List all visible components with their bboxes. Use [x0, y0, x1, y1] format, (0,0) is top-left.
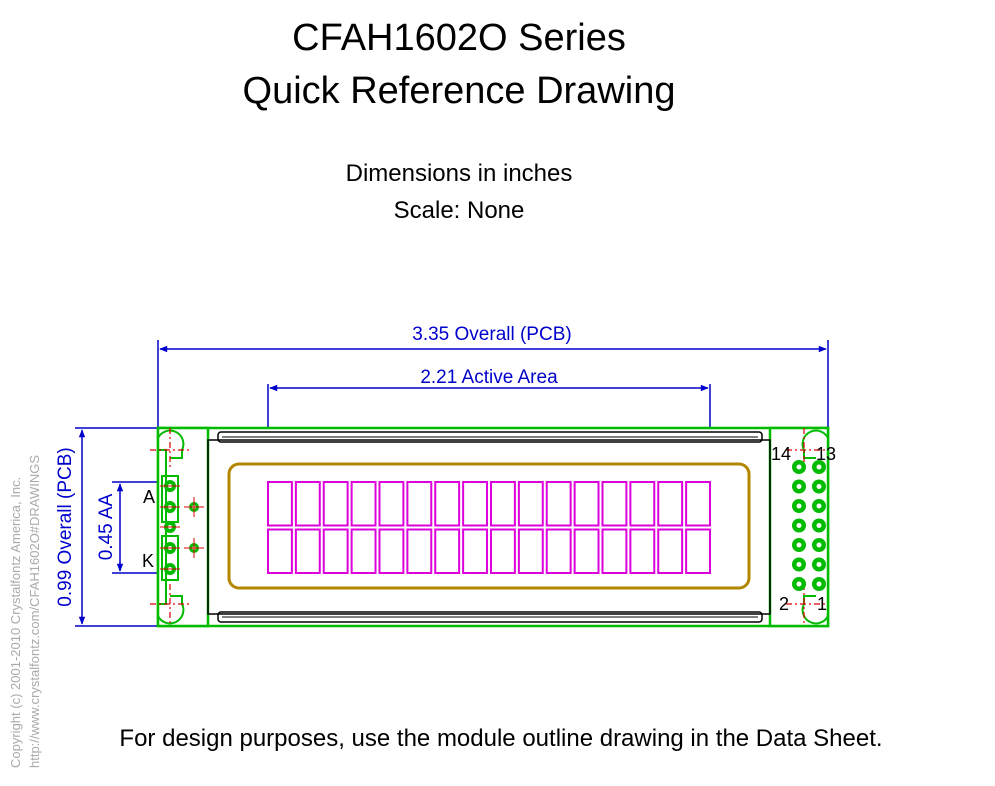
character-grid	[267, 481, 712, 574]
character-cell	[657, 528, 684, 574]
lcd-frame	[207, 431, 771, 623]
header-pin-hole	[816, 581, 822, 587]
character-cell	[378, 528, 405, 574]
dimension-overall-height: 0.99 Overall (PCB)	[55, 427, 158, 627]
character-cell	[657, 481, 684, 527]
overall-height-label: 0.99 Overall (PCB)	[55, 447, 76, 606]
header-pin-hole	[796, 581, 802, 587]
character-cell	[629, 528, 656, 574]
header-pin-hole	[816, 484, 822, 489]
title-line-1: CFAH1602O Series	[292, 17, 626, 59]
character-cell	[545, 481, 572, 527]
character-cell	[322, 528, 349, 574]
character-cell	[350, 481, 377, 527]
header-pin-hole	[796, 562, 802, 567]
character-cell	[322, 481, 349, 527]
copyright-line-1: Copyright (c) 2001-2010 Crystalfontz Ame…	[8, 477, 23, 768]
character-cell	[601, 481, 628, 527]
scale-note: Scale: None	[393, 197, 525, 224]
character-cell	[517, 481, 544, 527]
backlight-cathode-label: K	[142, 551, 154, 571]
viewing-area	[227, 462, 751, 590]
character-cell	[267, 481, 293, 527]
dimension-overall-width: 3.35 Overall (PCB)	[157, 324, 829, 428]
pcb-outline	[156, 426, 830, 628]
active-area-height-label: 0.45 AA	[96, 493, 117, 560]
header-pin-hole	[796, 464, 802, 470]
character-cell	[294, 481, 321, 527]
pin-1-label: 1	[817, 594, 827, 614]
character-cell	[267, 528, 293, 574]
character-cell	[406, 528, 433, 574]
header-pin-hole	[796, 484, 802, 489]
character-cell	[462, 528, 489, 574]
copyright-notice: Copyright (c) 2001-2010 Crystalfontz Ame…	[8, 455, 42, 768]
pin-13-label: 13	[816, 444, 836, 464]
header-pin-hole	[816, 562, 822, 567]
header-pin-hole	[816, 542, 822, 548]
header-pin-hole	[796, 523, 802, 528]
character-cell	[601, 528, 628, 574]
pin-14-label: 14	[771, 444, 791, 464]
character-cell	[685, 528, 712, 574]
design-note: For design purposes, use the module outl…	[119, 725, 883, 752]
character-cell	[685, 481, 712, 527]
units-note: Dimensions in inches	[345, 160, 573, 187]
backlight-pins: A K	[142, 480, 204, 575]
character-cell	[490, 481, 516, 527]
character-cell	[629, 481, 656, 527]
character-cell	[434, 481, 461, 527]
overall-width-label: 3.35 Overall (PCB)	[412, 324, 571, 345]
character-cell	[490, 528, 516, 574]
character-cell	[462, 481, 489, 527]
character-cell	[350, 528, 377, 574]
character-cell	[545, 528, 572, 574]
character-cell	[406, 481, 433, 527]
header-pin-hole	[816, 464, 822, 470]
header-pin-hole	[816, 503, 822, 509]
title-line-2: Quick Reference Drawing	[242, 70, 676, 112]
copyright-line-2: http://www.crystalfontz.com/CFAH1602O#DR…	[27, 455, 42, 768]
active-area-width-label: 2.21 Active Area	[420, 367, 558, 388]
character-cell	[294, 528, 321, 574]
header-pin-hole	[796, 503, 802, 509]
character-cell	[573, 528, 600, 574]
character-cell	[378, 481, 405, 527]
character-cell	[573, 481, 600, 527]
character-cell	[434, 528, 461, 574]
character-cell	[517, 528, 544, 574]
pin-2-label: 2	[779, 594, 789, 614]
header-pin-hole	[816, 523, 822, 528]
header-pins: 14 13 2 1	[771, 444, 836, 614]
backlight-anode-label: A	[143, 487, 155, 507]
header-pin-hole	[796, 542, 802, 548]
